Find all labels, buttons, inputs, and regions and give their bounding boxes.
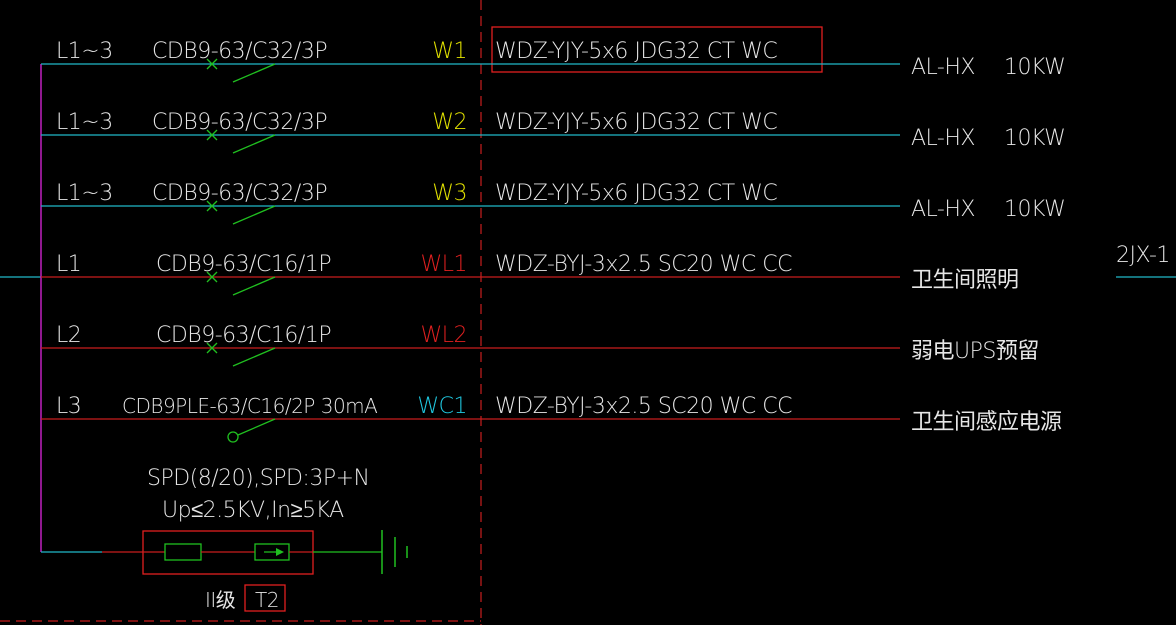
circuit-row: L1 CDB9-63/C16/1P WL1 WDZ-BYJ-3x2.5 SC20 WC… — [41, 252, 1019, 296]
power-label: 10KW — [1004, 126, 1065, 151]
circuit-row: L1~3 CDB9-63/C32/3P W1 WDZ-YJY-5x6 JDG32 CT… — [41, 39, 1066, 83]
circuit-row: L1~3 CDB9-63/C32/3P W2 WDZ-YJY-5x6 JDG32 CT… — [41, 110, 1066, 154]
circuit-id-label: W2 — [432, 110, 467, 135]
breaker-switch-icon — [206, 342, 276, 367]
power-label: 10KW — [1004, 197, 1065, 222]
circuit-id-label: W3 — [432, 181, 467, 206]
load-label: AL-HX — [911, 55, 975, 80]
cable-highlight-box — [491, 26, 823, 73]
load-label: AL-HX — [911, 197, 975, 222]
t2-box — [244, 584, 286, 612]
circuit-row: L3 CDB9PLE-63/C16/2P 30mA WC1 WDZ-BYJ-3x2.5… — [41, 394, 1063, 443]
circuit-row: L2 CDB9-63/C16/1P WL2 弱电UPS预留 — [41, 323, 1039, 367]
breaker-switch-icon — [206, 58, 276, 83]
breaker-label: CDB9-63/C32/3P — [152, 39, 327, 64]
phase-label: L1 — [56, 252, 81, 277]
breaker-switch-icon — [206, 129, 276, 154]
breaker-switch-icon — [206, 271, 276, 296]
phase-label: L3 — [56, 394, 81, 419]
circuit-id-label: W1 — [432, 39, 467, 64]
cable-spec-label: WDZ-YJY-5x6 JDG32 CT WC — [495, 110, 777, 135]
load-label: 弱电UPS预留 — [911, 339, 1039, 364]
spd-branch — [41, 530, 408, 612]
cable-spec-label: WDZ-YJY-5x6 JDG32 CT WC — [495, 181, 777, 206]
breaker-label: CDB9PLE-63/C16/2P 30mA — [122, 394, 378, 418]
spd-class-label: T2 — [255, 588, 279, 612]
load-label: AL-HX — [911, 126, 975, 151]
circuit-id-label: WC1 — [417, 394, 467, 419]
circuit-id-label: WL2 — [420, 323, 467, 348]
spd-spec-line1: SPD(8/20),SPD:3P+N — [147, 466, 369, 491]
load-label: 卫生间照明 — [911, 268, 1019, 293]
phase-label: L2 — [56, 323, 81, 348]
fuse-icon — [164, 543, 202, 561]
cable-spec-label: WDZ-BYJ-3x2.5 SC20 WC CC — [495, 252, 792, 277]
power-label: 10KW — [1004, 55, 1065, 80]
cable-spec-label: WDZ-BYJ-3x2.5 SC20 WC CC — [495, 394, 792, 419]
circuit-row: L1~3 CDB9-63/C32/3P W3 WDZ-YJY-5x6 JDG32 CT… — [41, 181, 1066, 225]
phase-label: L1~3 — [56, 39, 113, 64]
breaker-label: CDB9-63/C16/1P — [156, 323, 331, 348]
cable-spec-label: WDZ-YJY-5x6 JDG32 CT WC — [495, 39, 777, 64]
phase-label: L1~3 — [56, 181, 113, 206]
rcd-switch-icon — [227, 431, 239, 443]
spd-level-label: II级 — [205, 588, 236, 612]
breaker-label: CDB9-63/C32/3P — [152, 110, 327, 135]
phase-label: L1~3 — [56, 110, 113, 135]
circuit-id-label: WL1 — [420, 252, 467, 277]
breaker-label: CDB9-63/C16/1P — [156, 252, 331, 277]
load-label: 卫生间感应电源 — [911, 410, 1062, 435]
spd-spec-line2: Up≤2.5KV,In≥5KA — [162, 498, 344, 523]
side-label: 2JX-1 — [1116, 243, 1170, 268]
breaker-switch-icon — [206, 200, 276, 225]
breaker-label: CDB9-63/C32/3P — [152, 181, 327, 206]
